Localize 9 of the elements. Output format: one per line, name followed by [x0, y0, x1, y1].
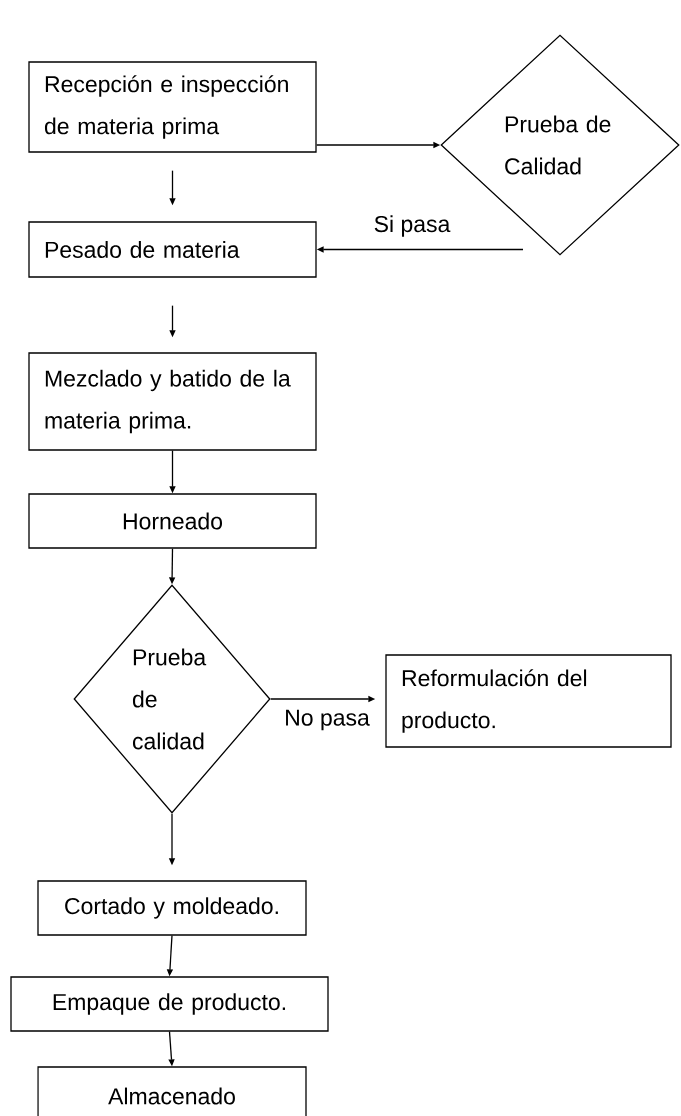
process-box: Almacenado — [37, 1066, 307, 1116]
process-box: Recepción e inspección de materia prima — [28, 61, 317, 153]
process-box: Horneado — [28, 493, 317, 549]
process-box: Cortado y moldeado. — [37, 880, 307, 936]
process-box: Pesado de materia — [28, 221, 317, 278]
process-box: Reformulación del producto. — [385, 654, 672, 748]
process-box: Empaque de producto. — [10, 976, 329, 1032]
edge-label: No pasa — [283, 708, 371, 732]
process-box: Mezclado y batido de la materia prima. — [28, 352, 317, 451]
